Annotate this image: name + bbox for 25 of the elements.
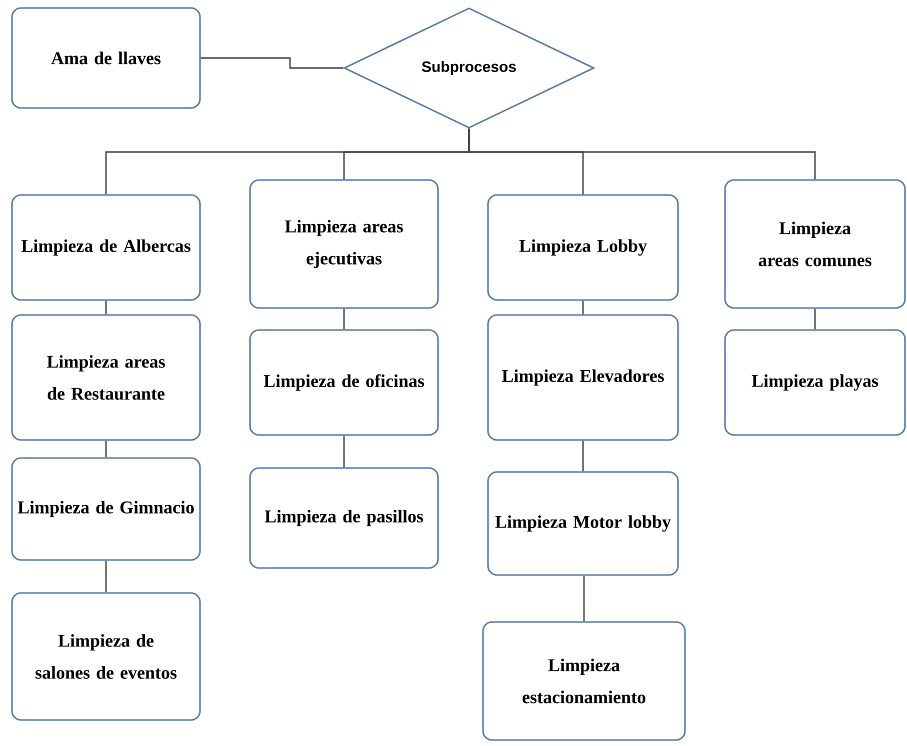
process-box: Limpieza areas ejecutivas (249, 179, 439, 309)
connector-line (105, 440, 107, 458)
connector-line (814, 308, 816, 330)
process-box: Limpieza Elevadores (487, 314, 679, 441)
connector-line (200, 57, 344, 69)
process-box: Limpieza Lobby (487, 194, 679, 301)
connector-line (343, 436, 345, 468)
process-box: Limpieza areas de Restaurante (11, 314, 201, 441)
process-box: Limpieza areas comunes (724, 179, 906, 309)
process-box: Limpieza de salones de eventos (11, 592, 201, 721)
process-box: Limpieza Motor lobby (487, 471, 679, 576)
connector-line (582, 300, 584, 314)
connector-line (468, 128, 816, 180)
connector-line (582, 440, 584, 472)
process-box: Limpieza de pasillos (249, 467, 439, 569)
connector-line (105, 560, 107, 592)
process-box: Limpieza playas (724, 329, 906, 436)
process-box: Ama de llaves (11, 7, 201, 109)
connector-line (343, 308, 345, 330)
process-box: Limpieza de oficinas (249, 329, 439, 436)
connector-line (583, 576, 585, 622)
process-box: Limpieza de Gimnacio (11, 457, 201, 561)
process-box: Limpieza estacionamiento (482, 621, 686, 741)
process-box: Limpieza de Albercas (11, 194, 201, 301)
connector-line (105, 300, 107, 314)
